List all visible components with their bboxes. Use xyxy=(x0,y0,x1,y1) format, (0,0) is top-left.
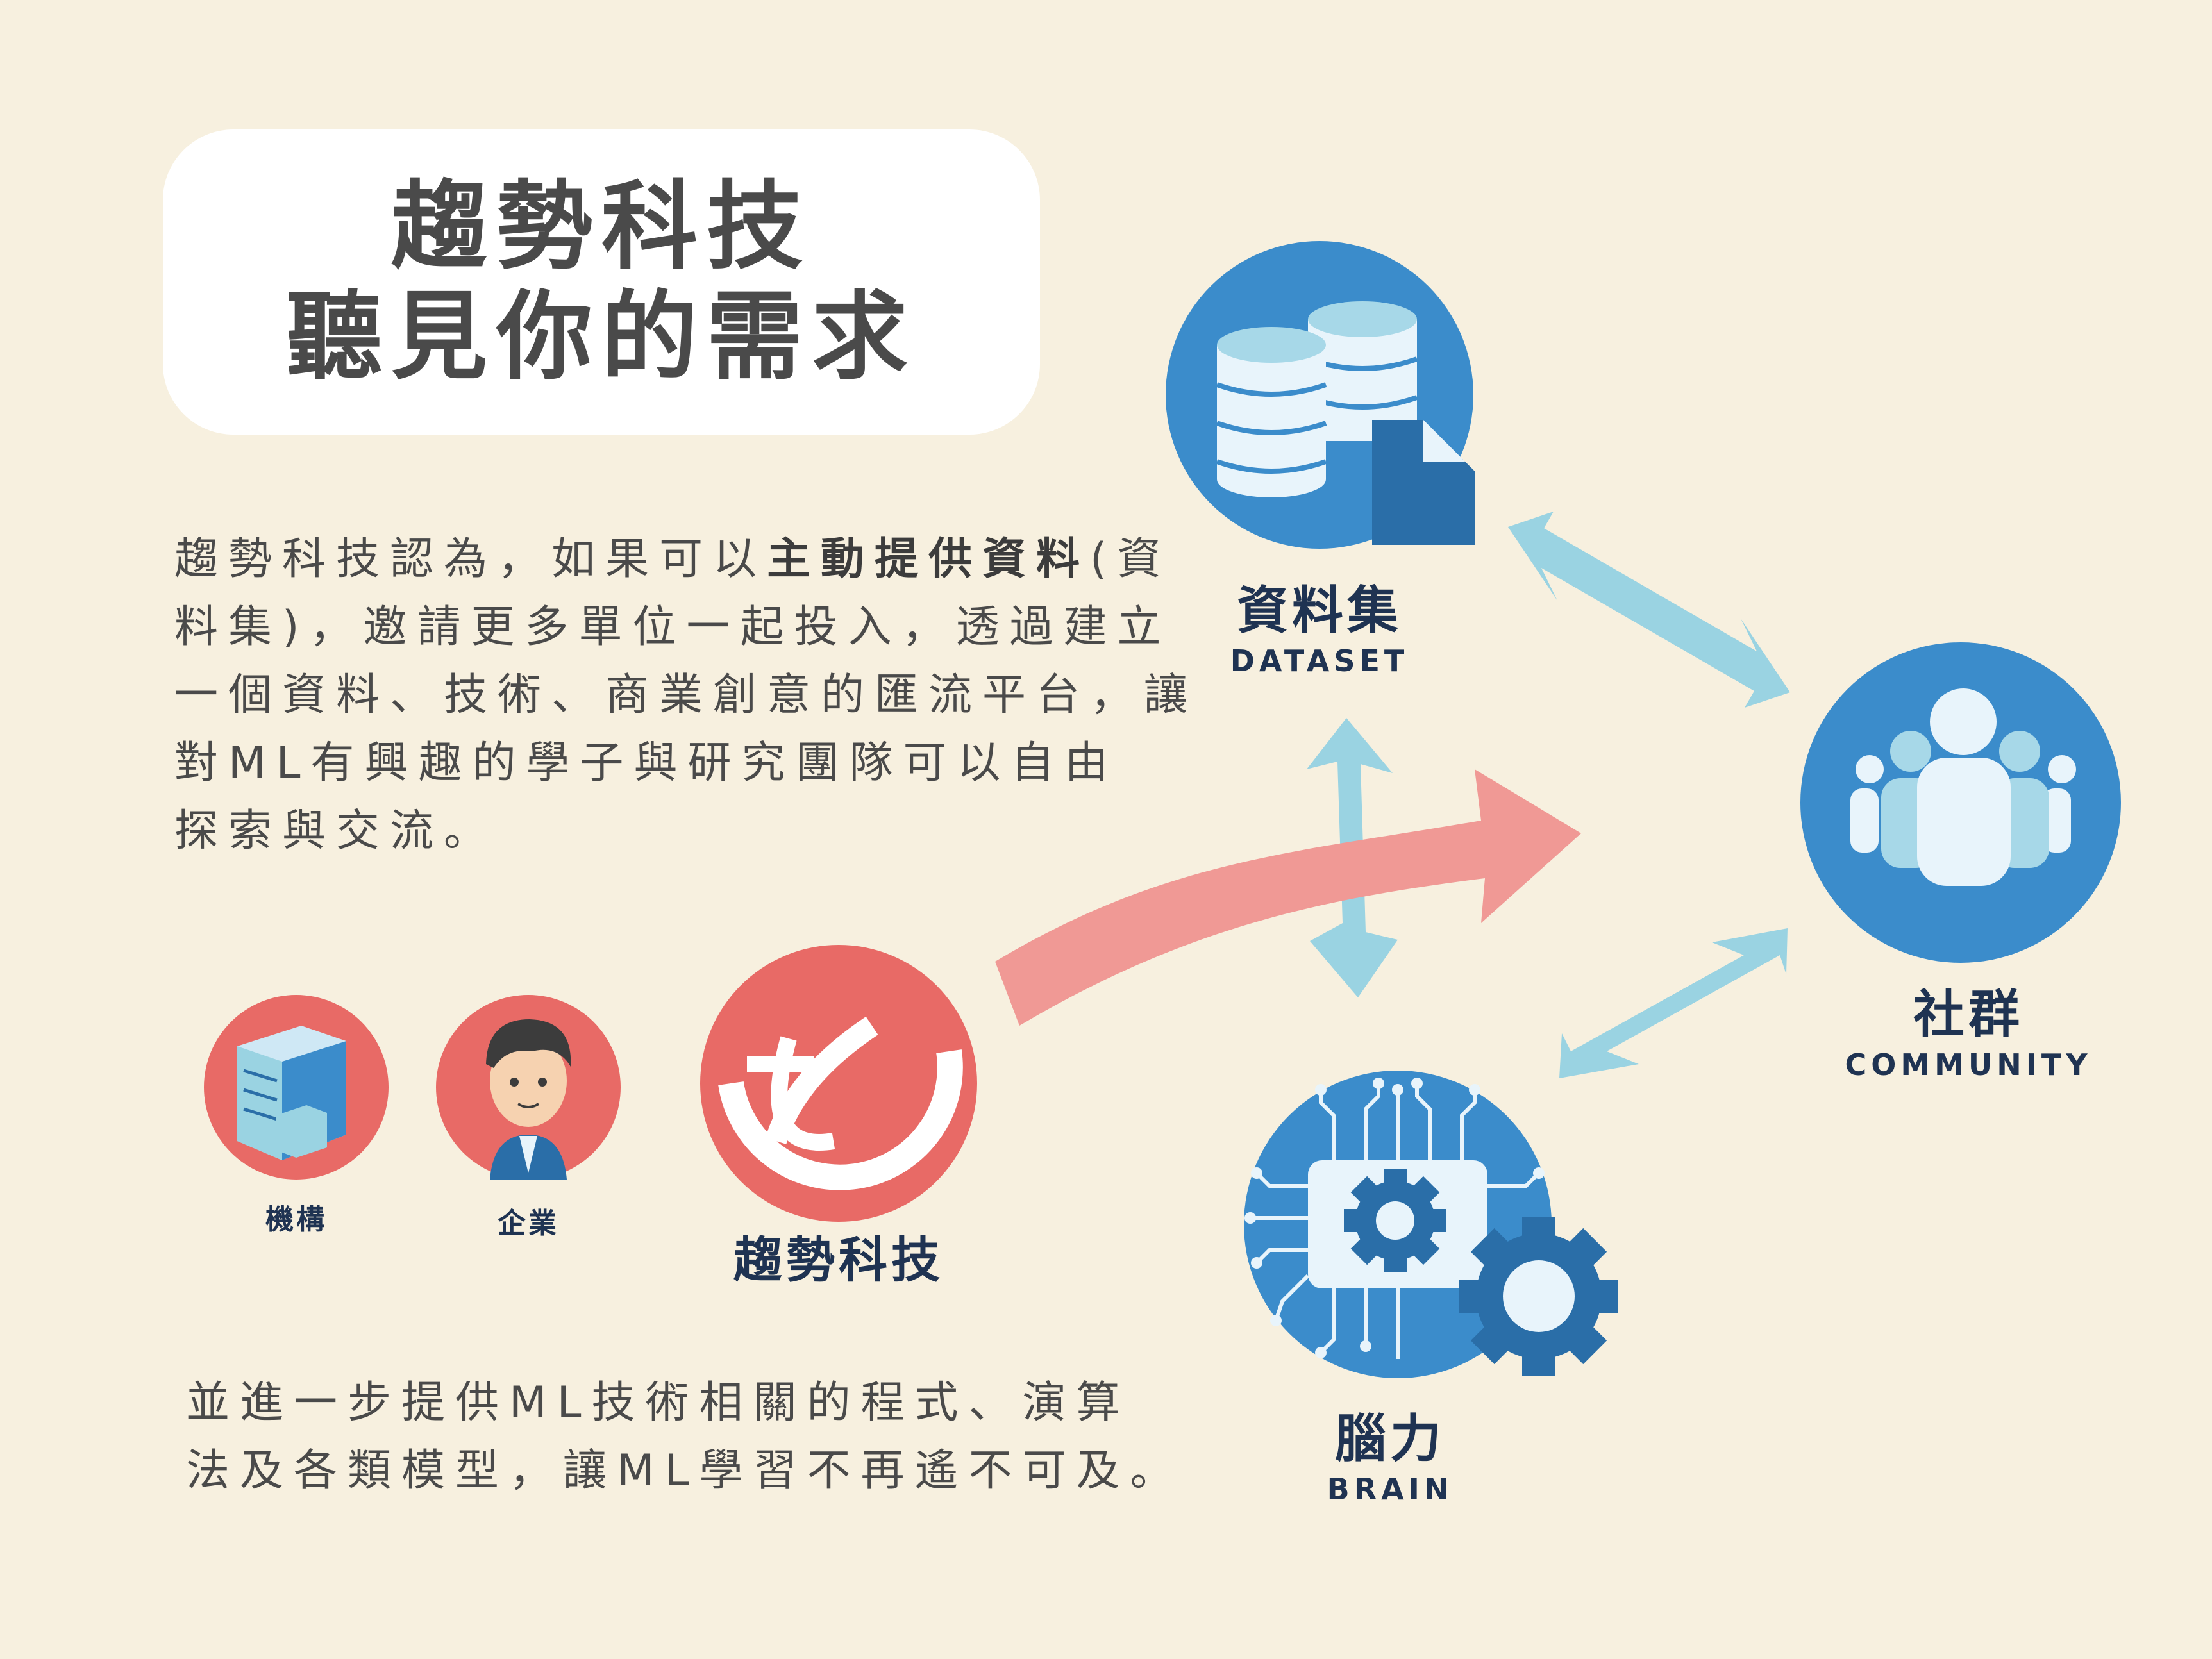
building-icon xyxy=(204,995,389,1180)
database-icon xyxy=(1216,301,1475,545)
arrow-community-brain xyxy=(1559,928,1788,1078)
intro-line-1: 趨勢科技認為，如果可以主動提供資料(資 xyxy=(174,534,1171,585)
businessman-icon xyxy=(436,995,621,1180)
trend-micro-label: 趨勢科技 xyxy=(733,1231,944,1288)
bottom-paragraph: 並進一步提供ML技術相關的程式、演算 法及各類模型，讓ML學習不再遙不可及。 xyxy=(186,1369,1184,1505)
arrow-trend-to-community xyxy=(995,769,1581,1026)
arrow-dataset-community xyxy=(1508,512,1790,708)
circuit-lines xyxy=(1250,1083,1541,1359)
title-card: 趨勢科技 聽見你的需求 xyxy=(163,129,1040,435)
intro-paragraph: 趨勢科技認為，如果可以主動提供資料(資 料集)，邀請更多單位一起投入，透過建立 … xyxy=(174,526,1198,865)
brain-label-cn: 腦力 xyxy=(1335,1409,1445,1469)
brain-label: 腦力 BRAIN xyxy=(1262,1397,1518,1506)
dataset-node-icon xyxy=(1166,241,1475,549)
title-line-1: 趨勢科技 xyxy=(390,171,812,283)
brain-label-en: BRAIN xyxy=(1327,1472,1454,1506)
institution-label: 機構 xyxy=(265,1203,327,1236)
community-label-en: COMMUNITY xyxy=(1845,1047,2092,1082)
dataset-label-en: DATASET xyxy=(1230,644,1409,678)
enterprise-label: 企業 xyxy=(498,1207,559,1240)
dataset-label-cn: 資料集 xyxy=(1237,581,1402,640)
intro-line-2: 料集)，邀請更多單位一起投入，透過建立 xyxy=(174,602,1171,653)
trend-micro-logo xyxy=(700,945,977,1222)
intro-line-4: 對ML有興趣的學子與研究團隊可以自由 xyxy=(174,738,1119,788)
intro-line-3: 一個資料、技術、商業創意的匯流平台，讓 xyxy=(174,670,1198,721)
large-gear-icon xyxy=(1459,1217,1618,1376)
bottom-line-2: 法及各類模型，讓ML學習不再遙不可及。 xyxy=(186,1446,1184,1496)
intro-highlight: 主動提供資料 xyxy=(767,534,1091,585)
small-gear-icon xyxy=(1344,1169,1446,1272)
bottom-line-1: 並進一步提供ML技術相關的程式、演算 xyxy=(186,1378,1130,1428)
brain-node-icon xyxy=(1244,1071,1618,1378)
intro-line-5: 探索與交流。 xyxy=(174,806,498,856)
title-line-2: 聽見你的需求 xyxy=(285,281,917,393)
community-label-cn: 社群 xyxy=(1913,985,2023,1044)
community-node-icon xyxy=(1800,642,2121,963)
dataset-label: 資料集 DATASET xyxy=(1191,569,1448,678)
people-icon xyxy=(1850,688,2076,886)
community-label: 社群 COMMUNITY xyxy=(1834,973,2103,1082)
